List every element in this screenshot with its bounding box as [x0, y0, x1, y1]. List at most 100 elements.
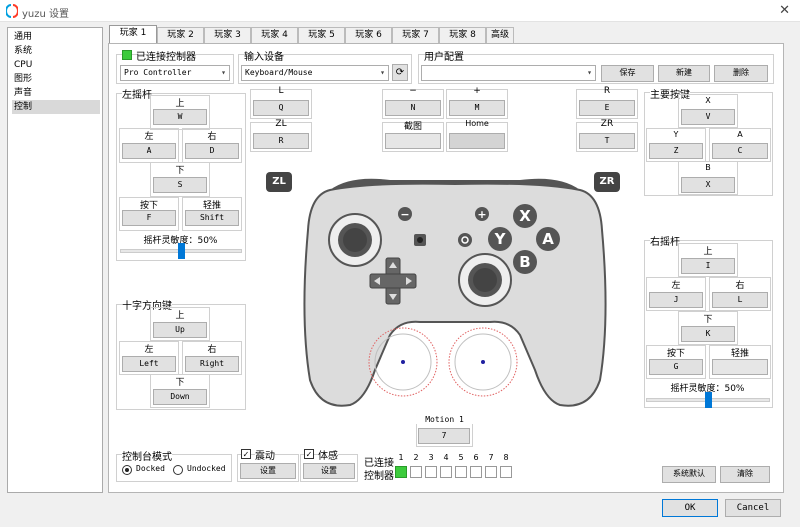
- sidebar-item-audio[interactable]: 声音: [14, 88, 33, 98]
- zr-button[interactable]: T: [579, 133, 635, 149]
- tab-player-1[interactable]: 玩家 1: [109, 25, 157, 44]
- left-stick-modifier-button[interactable]: Shift: [185, 210, 239, 226]
- clear-button[interactable]: 清除: [720, 466, 770, 483]
- home-frame: [446, 122, 508, 152]
- plus-button[interactable]: M: [449, 100, 505, 116]
- close-icon[interactable]: ✕: [779, 3, 790, 18]
- y-button[interactable]: Z: [649, 143, 703, 159]
- b-face-icon: [513, 250, 537, 274]
- controller-slot-3[interactable]: [425, 466, 437, 478]
- dpad-right-frame: [182, 341, 242, 375]
- right-stick-sensitivity-thumb[interactable]: [705, 392, 712, 408]
- left-stick-press-label: 按下: [139, 201, 158, 211]
- sidebar-item-general[interactable]: 通用: [14, 32, 33, 42]
- minus-button[interactable]: N: [385, 100, 441, 116]
- dpad-icon: [369, 257, 417, 305]
- tab-player-8[interactable]: 玩家 8: [439, 27, 486, 43]
- controller-slot-1[interactable]: [395, 466, 407, 478]
- left-stick-icon: [328, 213, 382, 267]
- controller-slot-6[interactable]: [470, 466, 482, 478]
- capture-button[interactable]: [385, 133, 441, 149]
- undocked-radio[interactable]: [173, 465, 183, 475]
- dpad-down-button[interactable]: Down: [153, 389, 207, 405]
- left-stick-right-button[interactable]: D: [185, 143, 239, 159]
- x-button[interactable]: V: [681, 109, 735, 125]
- left-stick-deadzone-indicator: [368, 327, 438, 397]
- minus-label: −: [409, 86, 417, 96]
- b-button[interactable]: X: [681, 177, 735, 193]
- controller-type-select[interactable]: Pro Controller▾: [120, 65, 230, 81]
- sidebar-item-graphics[interactable]: 图形: [14, 74, 33, 84]
- vibration-settings-button[interactable]: 设置: [240, 463, 296, 479]
- y-face-glyph: Y: [494, 230, 507, 248]
- new-profile-button[interactable]: 新建: [658, 65, 710, 82]
- tab-player-5[interactable]: 玩家 5: [298, 27, 345, 43]
- plus-frame: [446, 89, 508, 119]
- controller-slot-5[interactable]: [455, 466, 467, 478]
- right-stick-press-button[interactable]: G: [649, 359, 703, 375]
- right-stick-modifier-button[interactable]: [712, 359, 768, 375]
- dpad-left-button[interactable]: Left: [122, 356, 176, 372]
- right-stick-down-button[interactable]: K: [681, 326, 735, 342]
- capture-dot: [417, 237, 423, 243]
- left-stick-sensitivity-thumb[interactable]: [178, 243, 185, 259]
- tab-advanced[interactable]: 高级: [486, 27, 514, 43]
- refresh-button[interactable]: ⟳: [392, 64, 408, 81]
- user-config-select[interactable]: ▾: [421, 65, 596, 81]
- motion-checkbox[interactable]: ✓: [304, 449, 314, 459]
- left-stick-left-button[interactable]: A: [122, 143, 176, 159]
- right-stick-deadzone-indicator: [448, 327, 518, 397]
- dpad-up-button[interactable]: Up: [153, 322, 207, 338]
- sidebar-item-system[interactable]: 系统: [14, 46, 33, 56]
- docked-radio[interactable]: [122, 465, 132, 475]
- controller-slot-8[interactable]: [500, 466, 512, 478]
- zr-label: ZR: [600, 119, 614, 129]
- left-stick-up-button[interactable]: W: [153, 109, 207, 125]
- tab-player-2[interactable]: 玩家 2: [157, 27, 204, 43]
- motion-button[interactable]: 7: [418, 428, 470, 444]
- connected-checkbox[interactable]: [122, 50, 132, 60]
- delete-profile-button[interactable]: 删除: [714, 65, 768, 82]
- sidebar-item-cpu[interactable]: CPU: [14, 60, 33, 70]
- docked-label: Docked: [136, 464, 165, 473]
- right-stick-right-button[interactable]: L: [712, 292, 768, 308]
- input-device-select[interactable]: Keyboard/Mouse▾: [241, 65, 389, 81]
- tab-player-3[interactable]: 玩家 3: [204, 27, 251, 43]
- zl-button[interactable]: R: [253, 133, 309, 149]
- right-stick-press-frame: [646, 345, 706, 379]
- left-stick-press-button[interactable]: F: [122, 210, 176, 226]
- motion-settings-button[interactable]: 设置: [303, 463, 355, 479]
- vibration-label: 震动: [255, 447, 275, 462]
- left-stick-left-label: 左: [144, 132, 154, 142]
- zl-label: ZL: [275, 119, 287, 129]
- left-stick-down-frame: [150, 162, 210, 197]
- slot-number: 3: [428, 453, 434, 462]
- chevron-down-icon: ▾: [380, 68, 385, 77]
- vibration-checkbox[interactable]: ✓: [241, 449, 251, 459]
- cancel-button[interactable]: Cancel: [725, 499, 781, 517]
- dpad-up-frame: [150, 307, 210, 341]
- a-button[interactable]: C: [712, 143, 768, 159]
- tab-player-6[interactable]: 玩家 6: [345, 27, 392, 43]
- connected-controller-group: [116, 54, 234, 84]
- motion-label: Motion 1: [416, 415, 473, 424]
- tab-player-7[interactable]: 玩家 7: [392, 27, 439, 43]
- tab-player-4[interactable]: 玩家 4: [251, 27, 298, 43]
- dpad-right-button[interactable]: Right: [185, 356, 239, 372]
- left-stick-sensitivity-label: 摇杆灵敏度：50%: [143, 236, 218, 246]
- l-button[interactable]: Q: [253, 100, 309, 116]
- controller-slot-4[interactable]: [440, 466, 452, 478]
- controller-slot-2[interactable]: [410, 466, 422, 478]
- left-stick-group: [116, 93, 246, 261]
- home-button[interactable]: [449, 133, 505, 149]
- right-stick-up-button[interactable]: I: [681, 258, 735, 274]
- r-button[interactable]: E: [579, 100, 635, 116]
- controller-slot-7[interactable]: [485, 466, 497, 478]
- slot-number: 8: [503, 453, 509, 462]
- save-profile-button[interactable]: 保存: [601, 65, 654, 82]
- sidebar-item-controls[interactable]: 控制: [12, 100, 100, 114]
- ok-button[interactable]: OK: [662, 499, 718, 517]
- right-stick-left-button[interactable]: J: [649, 292, 703, 308]
- left-stick-down-button[interactable]: S: [153, 177, 207, 193]
- restore-defaults-button[interactable]: 系统默认: [662, 466, 716, 483]
